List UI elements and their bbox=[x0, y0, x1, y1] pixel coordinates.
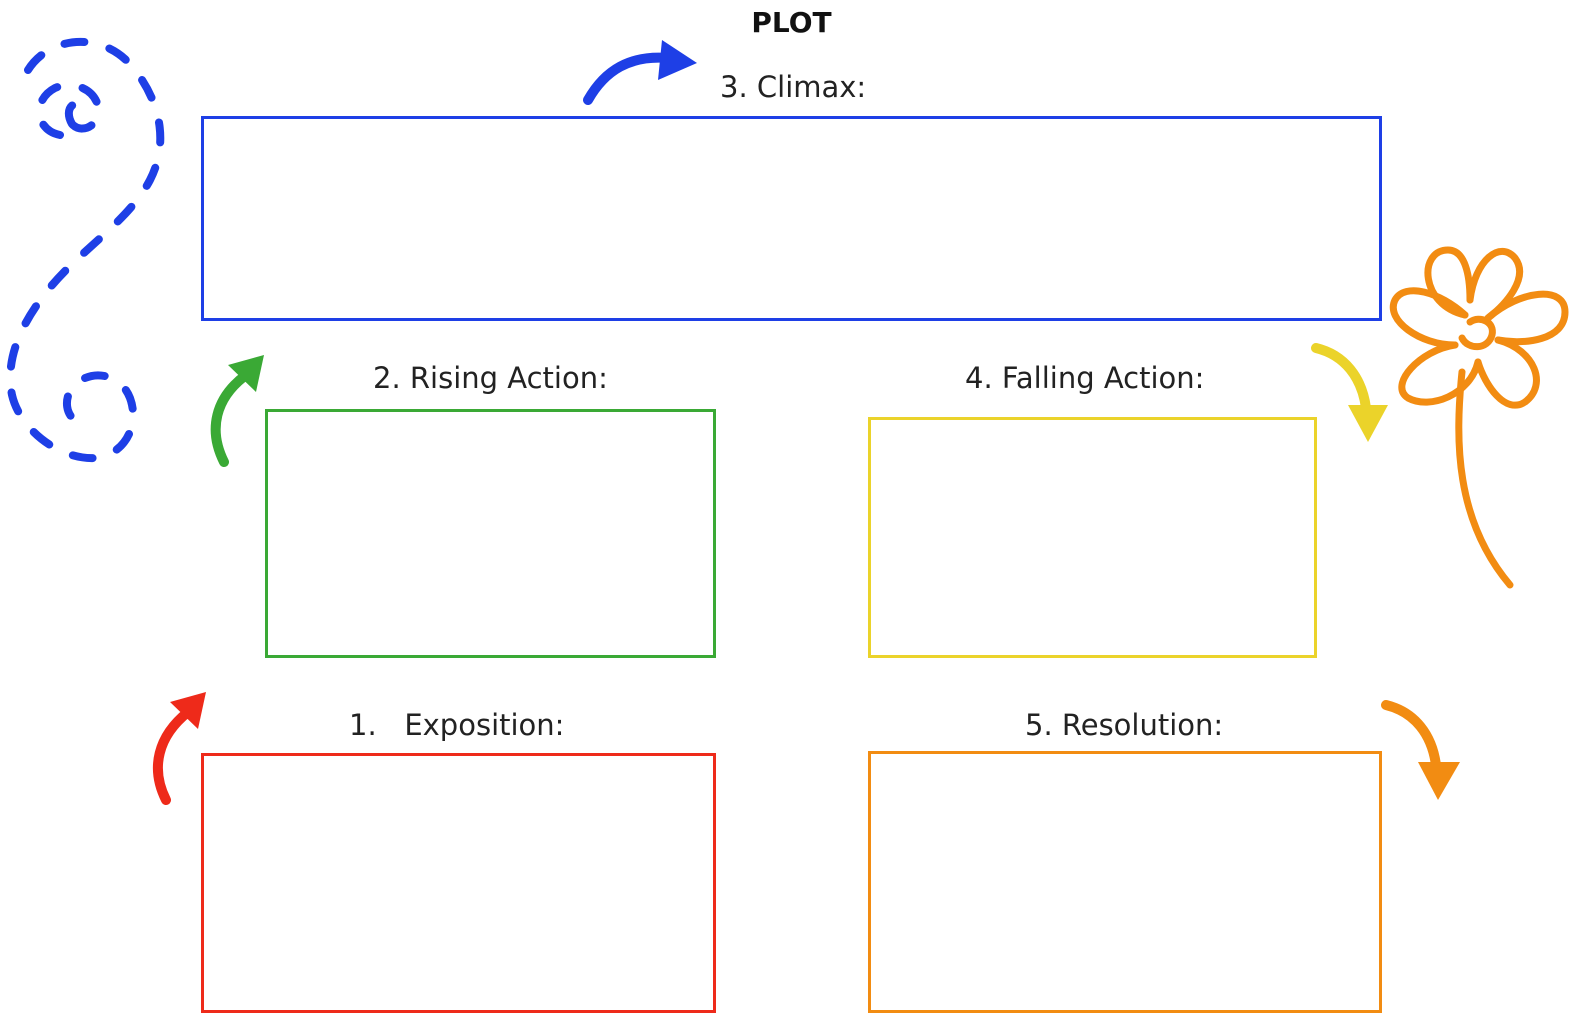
curved-arrow-icon bbox=[583, 40, 697, 105]
exposition-label: 1. Exposition: bbox=[349, 708, 565, 742]
curved-arrow-icon bbox=[152, 692, 206, 805]
resolution-label: 5. Resolution: bbox=[1025, 708, 1224, 742]
rising-action-label: 2. Rising Action: bbox=[373, 361, 608, 395]
curved-arrow-icon bbox=[210, 355, 264, 467]
climax-label: 3. Climax: bbox=[720, 70, 867, 104]
flower-icon bbox=[1389, 246, 1569, 589]
page-title: PLOT bbox=[751, 6, 832, 39]
falling-action-label: 4. Falling Action: bbox=[965, 361, 1205, 395]
curved-arrow-icon bbox=[1311, 343, 1388, 442]
falling-action-box[interactable] bbox=[868, 417, 1317, 658]
dashed-spiral-icon bbox=[6, 37, 165, 463]
climax-box[interactable] bbox=[201, 116, 1382, 321]
rising-action-box[interactable] bbox=[265, 409, 716, 658]
curved-arrow-icon bbox=[1381, 700, 1460, 800]
